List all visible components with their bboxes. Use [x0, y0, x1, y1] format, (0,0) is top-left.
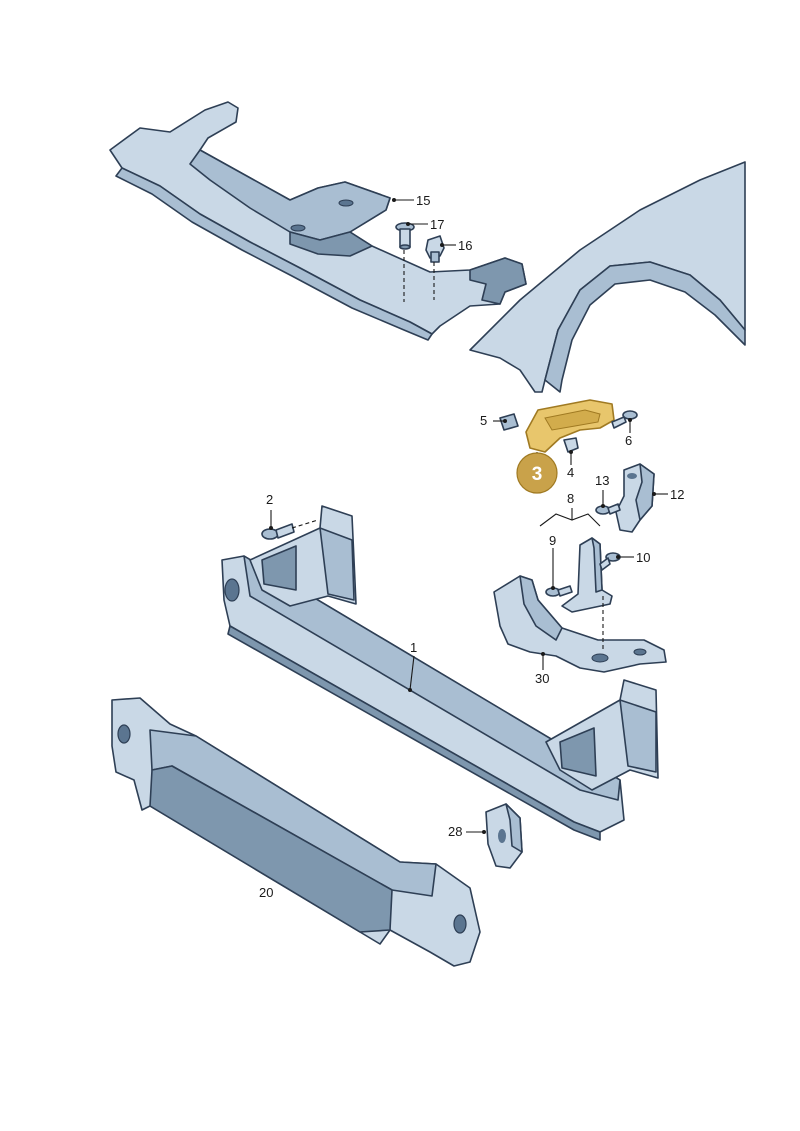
label-30: 30	[535, 671, 549, 686]
clip-4-part	[563, 437, 579, 453]
highlight-badge: 3	[516, 452, 558, 494]
clip-16-part	[425, 235, 445, 263]
bolt-10-part	[599, 552, 621, 571]
label-5: 5	[480, 413, 487, 428]
label-17: 17	[430, 217, 444, 232]
bracket-28-part	[485, 803, 523, 869]
bracket-8-part	[561, 537, 613, 613]
label-8: 8	[567, 491, 574, 506]
label-2: 2	[266, 492, 273, 507]
mount-30-part	[493, 575, 667, 673]
label-6: 6	[625, 433, 632, 448]
label-20: 20	[259, 885, 273, 900]
bolt-6-part	[611, 410, 638, 429]
bolt-13-part	[595, 503, 621, 515]
energy-absorber-part	[111, 697, 481, 967]
nut-5-part	[499, 413, 519, 431]
label-16: 16	[458, 238, 472, 253]
label-1: 1	[410, 640, 417, 655]
underbody-panel-part	[109, 101, 527, 341]
bolt-17-part	[395, 222, 415, 250]
bumper-beam-part	[221, 505, 659, 841]
fender-part	[469, 161, 746, 393]
bolt-9-part	[545, 585, 573, 597]
label-9: 9	[549, 533, 556, 548]
highlight-badge-label: 3	[532, 464, 543, 485]
highlighted-bracket-part	[525, 399, 615, 453]
label-13: 13	[595, 473, 609, 488]
bolt-2-part	[261, 523, 295, 540]
label-15: 15	[416, 193, 430, 208]
guide-12-part	[615, 463, 655, 533]
label-4: 4	[567, 465, 574, 480]
part-labels: 15 17 16 5 6 4 12 13 8 9 10 30 2 1 28 20	[259, 193, 684, 900]
leader-lines	[269, 198, 668, 834]
label-10: 10	[636, 550, 650, 565]
highlight-badge-circle	[516, 452, 558, 494]
label-28: 28	[448, 824, 462, 839]
label-12: 12	[670, 487, 684, 502]
